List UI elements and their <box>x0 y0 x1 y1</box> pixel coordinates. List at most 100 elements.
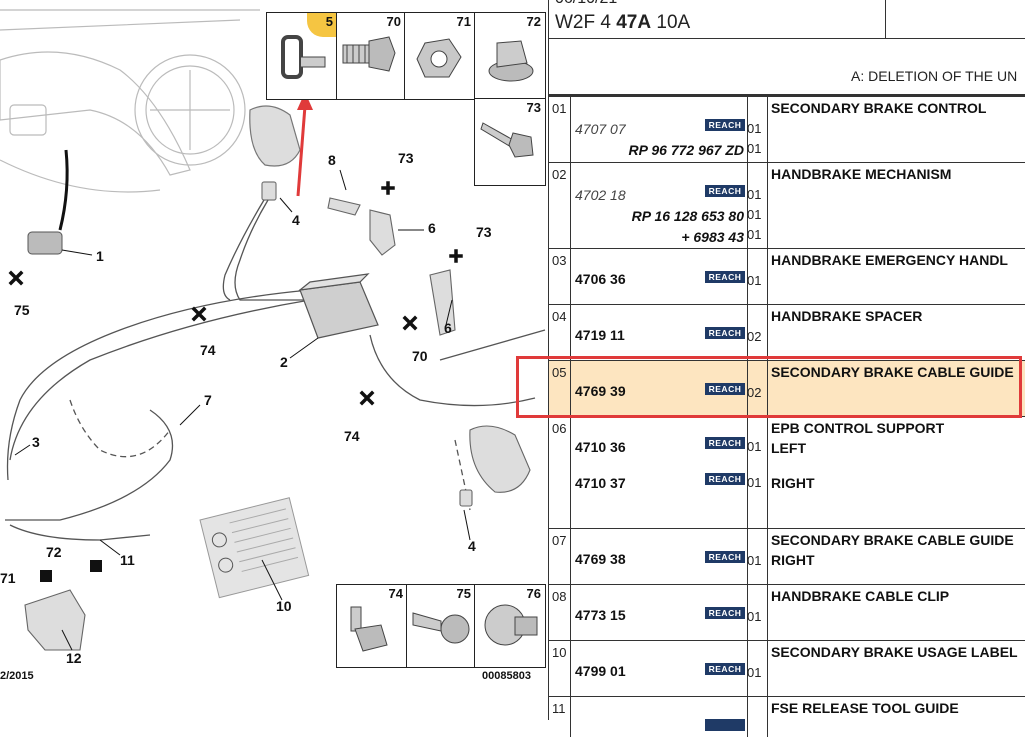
thumb-part-70[interactable]: 70 <box>336 12 406 100</box>
ref-suffix: 10A <box>651 12 691 33</box>
stud-icon <box>484 604 538 646</box>
row-index: 08 <box>549 585 571 641</box>
qty-cell: 01 01 01 <box>747 163 768 249</box>
quantity: 01 <box>747 207 762 222</box>
quantity: 01 <box>747 141 762 156</box>
thumb-part-71[interactable]: 71 <box>404 12 476 100</box>
reach-badge: REACH <box>705 185 745 197</box>
reach-badge: REACH <box>705 473 745 485</box>
part-ref[interactable]: 4702 18 <box>575 187 626 203</box>
part-ref[interactable]: 4719 11 <box>575 327 625 343</box>
part-ref[interactable]: 4769 38 <box>575 551 626 567</box>
part-ref[interactable]: 4706 36 <box>575 271 626 287</box>
quantity: 01 <box>747 227 762 242</box>
diagram-drawing <box>0 9 546 651</box>
callout-6: 6 <box>428 220 436 236</box>
part-description: HANDBRAKE SPACER <box>771 308 923 324</box>
callout-7: 7 <box>204 392 212 408</box>
ref-cell: 4706 36 REACH <box>571 249 748 305</box>
thumb-number: 72 <box>526 14 541 29</box>
quantity: 01 <box>747 187 762 202</box>
thumb-number: 74 <box>388 586 403 601</box>
ref-cell <box>571 697 748 737</box>
part-ref[interactable]: 4710 37 <box>575 475 626 491</box>
quantity: 01 <box>747 121 762 136</box>
row-highlight-frame <box>516 356 1022 418</box>
thumb-part-76[interactable]: 76 <box>474 584 546 668</box>
table-row[interactable]: 02 4702 18 REACH RP 16 128 653 80 + 6983… <box>549 162 1025 249</box>
quantity: 01 <box>747 553 762 568</box>
qty-cell: 01 <box>747 641 768 697</box>
part-variant: RIGHT <box>771 475 815 491</box>
part-ref[interactable]: 4769 39 <box>575 383 626 399</box>
callout-8: 8 <box>328 152 336 168</box>
ref-cell: 4769 39 REACH <box>571 361 748 417</box>
callout-2: 2 <box>280 354 288 370</box>
bolt-icon <box>342 36 396 72</box>
qty-cell <box>747 697 768 737</box>
desc-cell: HANDBRAKE MECHANISM <box>769 163 1025 249</box>
row-index: 11 <box>549 697 571 737</box>
table-row[interactable]: 11 FSE RELEASE TOOL GUIDE <box>549 696 1025 737</box>
quantity: 01 <box>747 609 762 624</box>
table-row[interactable]: 04 4719 11 REACH 02 HANDBRAKE SPACER <box>549 304 1025 361</box>
bolt-icon <box>480 122 534 158</box>
desc-cell: SECONDARY BRAKE CABLE GUIDE RIGHT <box>769 529 1025 585</box>
table-row[interactable]: 07 4769 38 REACH 01 SECONDARY BRAKE CABL… <box>549 528 1025 585</box>
table-row[interactable]: 03 4706 36 REACH 01 HANDBRAKE EMERGENCY … <box>549 248 1025 305</box>
thumb-part-5[interactable]: 5 <box>266 12 338 100</box>
part-ref[interactable]: 4799 01 <box>575 663 626 679</box>
table-row[interactable]: 01 4707 07 REACH RP 96 772 967 ZD 01 01 … <box>549 96 1025 163</box>
thumb-part-75[interactable]: 75 <box>406 584 476 668</box>
part-ref[interactable]: RP 96 772 967 ZD <box>628 142 744 158</box>
qty-cell: 01 01 <box>747 417 768 529</box>
quantity: 02 <box>747 385 762 400</box>
desc-cell: SECONDARY BRAKE CABLE GUIDE <box>769 361 1025 417</box>
reach-badge: REACH <box>705 607 745 619</box>
ref-cell: 4707 07 REACH RP 96 772 967 ZD <box>571 97 748 163</box>
flange-nut-icon <box>488 40 534 82</box>
table-row[interactable]: 10 4799 01 REACH 01 SECONDARY BRAKE USAG… <box>549 640 1025 697</box>
thumb-part-72[interactable]: 72 <box>474 12 546 100</box>
table-row[interactable]: 06 4710 36 REACH 4710 37 REACH 01 01 EPB… <box>549 416 1025 529</box>
row-index: 03 <box>549 249 571 305</box>
callout-4: 4 <box>292 212 300 228</box>
part-variant: LEFT <box>771 440 806 456</box>
part-ref[interactable]: 4710 36 <box>575 439 626 455</box>
reach-badge: REACH <box>705 383 745 395</box>
part-description: SECONDARY BRAKE CABLE GUIDE <box>771 532 1014 548</box>
part-ref[interactable]: + 6983 43 <box>681 229 744 245</box>
callout-71: 71 <box>0 570 16 586</box>
ref-group: 47A <box>616 12 652 33</box>
parts-diagram[interactable]: 5 70 71 72 73 74 <box>0 0 548 720</box>
thumb-part-73[interactable]: 73 <box>474 98 546 186</box>
qty-cell: 01 <box>747 249 768 305</box>
table-row-selected[interactable]: 05 4769 39 REACH 02 SECONDARY BRAKE CABL… <box>549 360 1025 417</box>
reach-badge: REACH <box>705 663 745 675</box>
part-ref[interactable]: 4773 15 <box>575 607 626 623</box>
row-index: 06 <box>549 417 571 529</box>
reach-badge <box>705 719 745 731</box>
table-row[interactable]: 08 4773 15 REACH 01 HANDBRAKE CABLE CLIP <box>549 584 1025 641</box>
part-ref[interactable]: RP 16 128 653 80 <box>631 208 744 224</box>
row-index: 04 <box>549 305 571 361</box>
header-divider <box>549 38 1025 39</box>
parts-list-panel: 06/10/21 W2F 4 47A 10A A: DELETION OF TH… <box>548 0 1025 737</box>
quantity: 01 <box>747 665 762 680</box>
row-index: 02 <box>549 163 571 249</box>
part-description: EPB CONTROL SUPPORT <box>771 420 945 436</box>
reach-badge: REACH <box>705 327 745 339</box>
qty-cell: 01 01 <box>747 97 768 163</box>
thumb-part-74[interactable]: 74 <box>336 584 408 668</box>
part-description: HANDBRAKE CABLE CLIP <box>771 588 950 604</box>
header-divider <box>885 0 886 38</box>
header-divider <box>549 94 1025 96</box>
part-ref[interactable]: 4707 07 <box>575 121 626 137</box>
thumb-number: 73 <box>526 100 541 115</box>
catalog-date: 06/10/21 <box>555 0 617 8</box>
callout-12: 12 <box>66 650 82 666</box>
cable-guide-icon <box>281 35 326 79</box>
ref-cell: 4773 15 REACH <box>571 585 748 641</box>
highlight-marker <box>307 13 337 37</box>
reach-badge: REACH <box>705 551 745 563</box>
